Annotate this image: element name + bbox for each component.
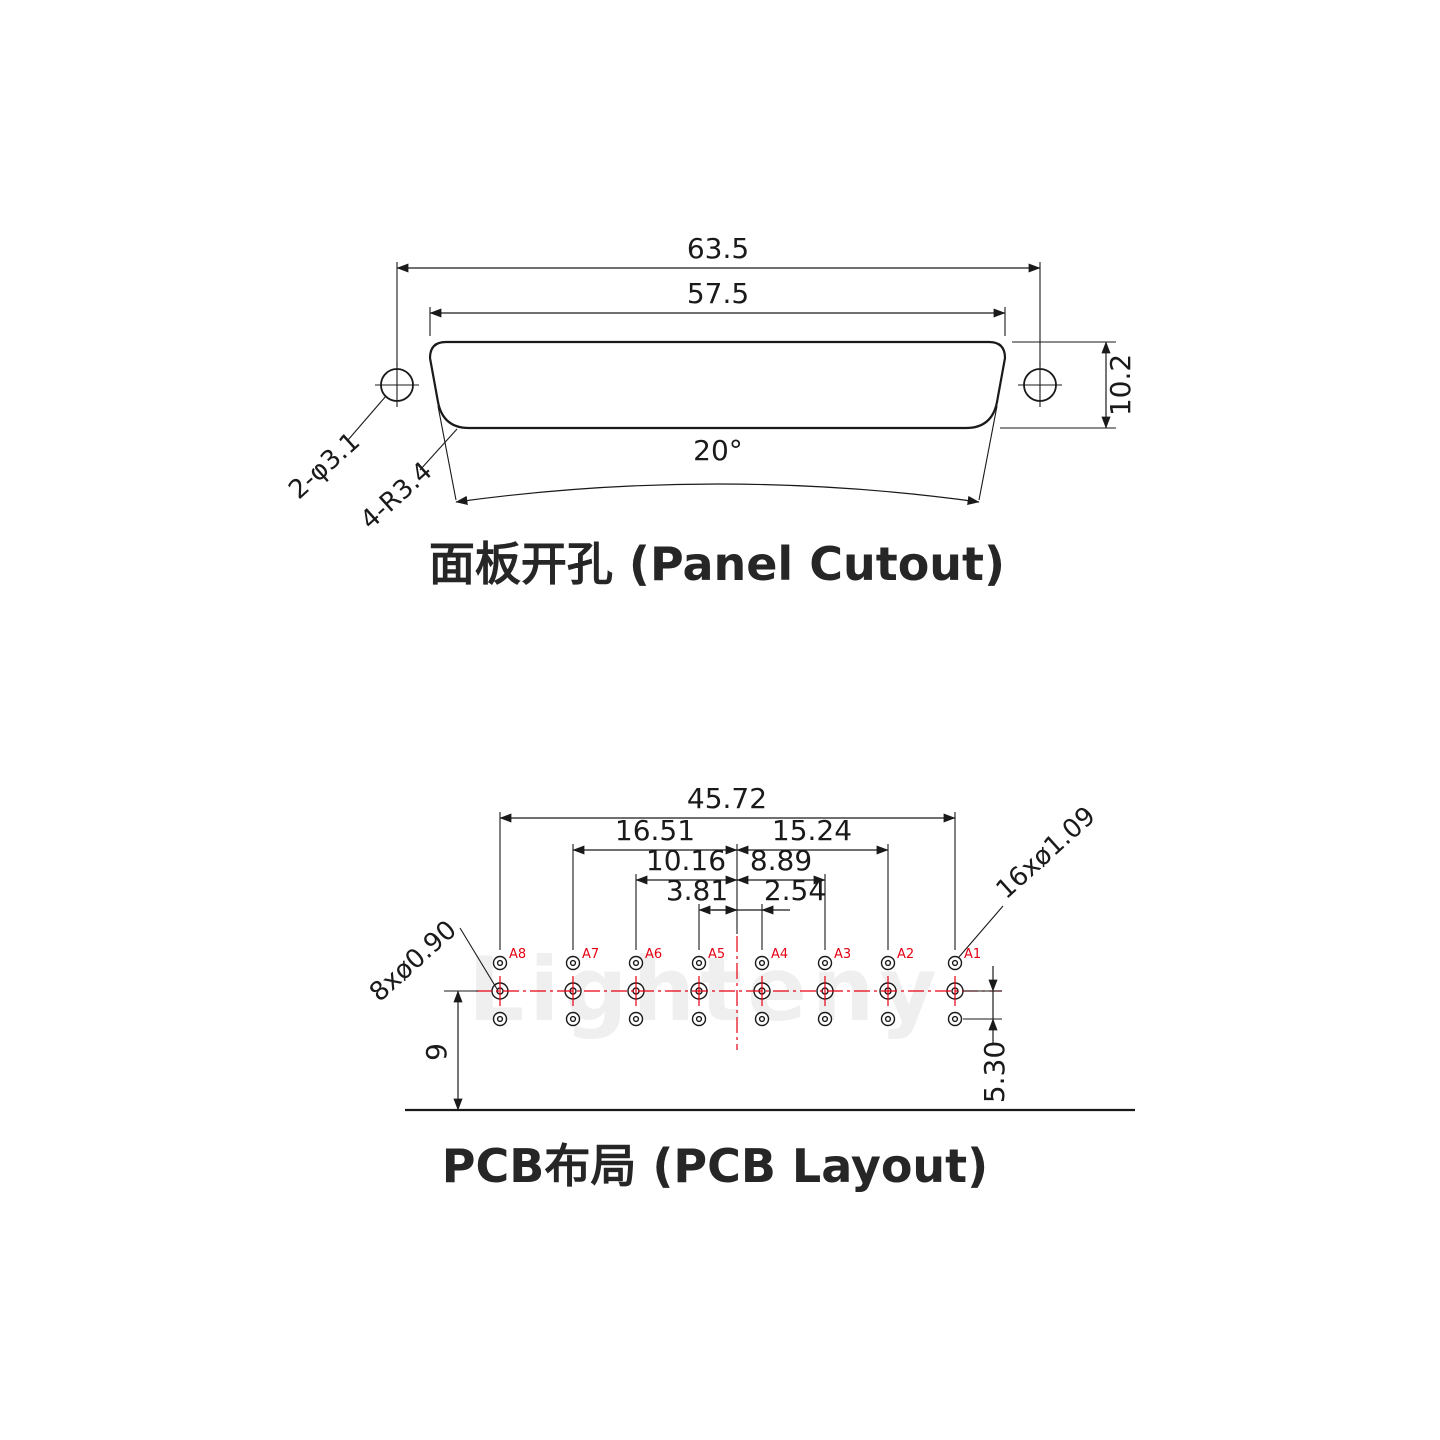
dim-label-3-81: 3.81 <box>666 874 728 907</box>
mount-hole-right <box>1018 363 1062 407</box>
pin-hole <box>758 959 766 967</box>
pin-hole <box>632 1015 640 1023</box>
pin-hole <box>821 959 829 967</box>
callout-signal-holes: 16xø1.09 <box>958 801 1102 958</box>
label-mount-holes: 2-φ3.1 <box>283 427 366 506</box>
pin-hole <box>884 959 892 967</box>
pin-hole <box>569 959 577 967</box>
pin-array: A8 A7 A6 A5 A4 A3 A2 A1 <box>491 947 981 1027</box>
pin-hole <box>951 959 959 967</box>
dim-label-10-2: 10.2 <box>1104 354 1137 416</box>
dim-45-72: 45.72 <box>499 782 956 823</box>
label-signal-holes: 16xø1.09 <box>991 801 1102 905</box>
pin-hole <box>758 1015 766 1023</box>
dim-9: 9 <box>420 990 478 1111</box>
pin-column-a8: A8 <box>491 947 526 1027</box>
dim-10-16: 10.16 <box>635 844 738 885</box>
dim-label-8-89: 8.89 <box>750 844 812 877</box>
dim-label-57-5: 57.5 <box>687 277 749 310</box>
pin-label-a6: A6 <box>645 947 662 962</box>
pcb-extension-lines <box>499 812 956 950</box>
dim-2-54: 2.54 <box>712 874 826 915</box>
pcb-layout-view: Lighteny 45.72 16.51 15.24 <box>364 782 1135 1193</box>
pin-column-a5: A5 <box>690 947 725 1027</box>
callout-corner-radius: 4-R3.4 <box>355 428 458 536</box>
pin-hole <box>821 1015 829 1023</box>
dim-label-5-30: 5.30 <box>978 1041 1011 1103</box>
dim-16-51: 16.51 <box>572 814 738 855</box>
pin-column-a3: A3 <box>816 947 851 1027</box>
pin-hole <box>884 1015 892 1023</box>
label-corner-radius: 4-R3.4 <box>355 456 438 535</box>
dim-label-16-51: 16.51 <box>615 814 695 847</box>
dim-57-5: 57.5 <box>429 277 1006 336</box>
panel-cutout-title: 面板开孔 (Panel Cutout) <box>429 537 1005 591</box>
pin-label-a2: A2 <box>897 947 914 962</box>
pin-hole <box>496 1015 504 1023</box>
pin-label-a5: A5 <box>708 947 725 962</box>
dim-8-89: 8.89 <box>736 844 826 885</box>
dim-label-63-5: 63.5 <box>687 232 749 265</box>
dim-10-2: 10.2 <box>1000 341 1137 429</box>
pin-hole <box>695 1015 703 1023</box>
label-small-holes: 8xø0.90 <box>364 915 463 1008</box>
dim-label-9: 9 <box>420 1043 453 1061</box>
dim-label-20deg: 20° <box>693 434 743 467</box>
dim-label-15-24: 15.24 <box>772 814 852 847</box>
pin-column-a6: A6 <box>627 947 662 1027</box>
dim-20deg: 20° <box>437 405 998 505</box>
pin-hole <box>632 959 640 967</box>
pin-hole <box>951 1015 959 1023</box>
cutout-outline <box>428 340 1007 430</box>
pin-column-a1: A1 <box>946 947 981 1027</box>
dim-3-81: 3.81 <box>666 874 738 915</box>
pin-hole <box>569 1015 577 1023</box>
dim-label-45-72: 45.72 <box>687 782 767 815</box>
pin-label-a3: A3 <box>834 947 851 962</box>
dim-15-24: 15.24 <box>736 814 889 855</box>
mount-hole-left <box>375 363 419 407</box>
pin-label-a8: A8 <box>509 947 526 962</box>
dim-5-30: 5.30 <box>963 966 1011 1103</box>
pin-column-a7: A7 <box>564 947 599 1027</box>
callout-mount-holes: 2-φ3.1 <box>283 395 387 506</box>
pin-hole <box>496 959 504 967</box>
centerlines <box>476 936 1002 1050</box>
panel-cutout-view: 63.5 57.5 10.2 <box>283 232 1137 591</box>
dim-label-2-54: 2.54 <box>764 874 826 907</box>
dim-label-10-16: 10.16 <box>646 844 726 877</box>
dim-63-5: 63.5 <box>396 232 1041 366</box>
pin-label-a4: A4 <box>771 947 788 962</box>
pin-label-a1: A1 <box>964 947 981 962</box>
pcb-layout-title: PCB布局 (PCB Layout) <box>442 1139 988 1193</box>
pin-hole <box>695 959 703 967</box>
pin-label-a7: A7 <box>582 947 599 962</box>
